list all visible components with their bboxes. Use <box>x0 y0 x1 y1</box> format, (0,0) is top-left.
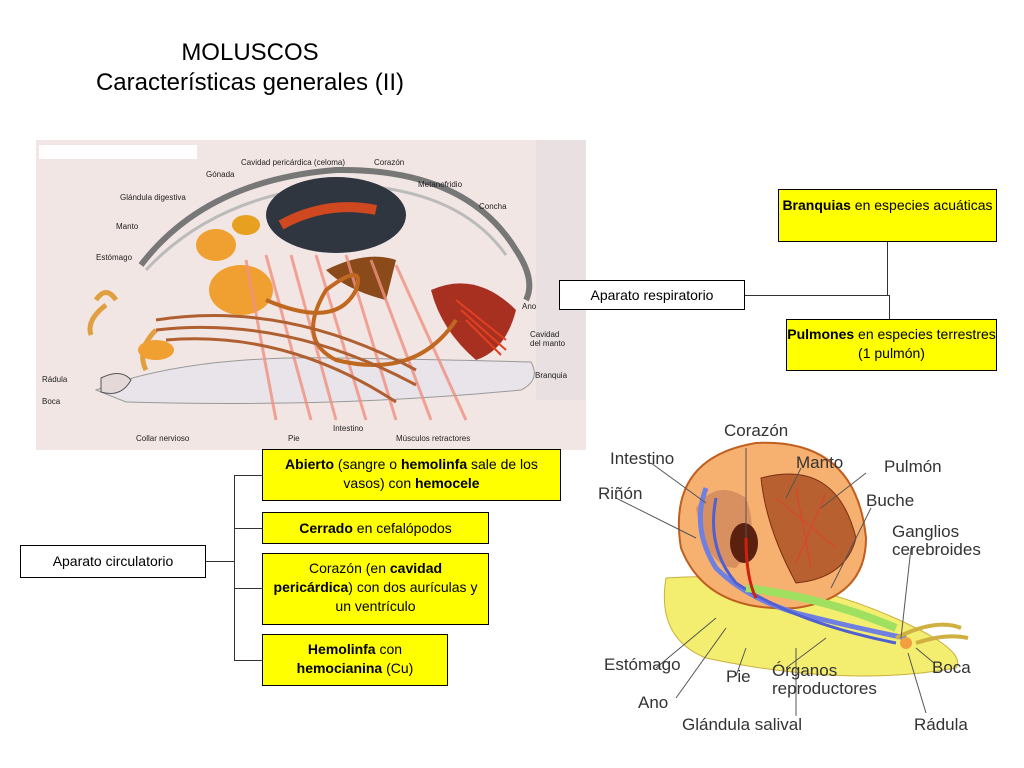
closed-text: en cefalópodos <box>352 520 452 536</box>
heart-text-2: ) con dos aurículas y un ventrículo <box>335 579 478 614</box>
circulatory-box: Aparato circulatorio <box>20 545 206 578</box>
open-circulation-box: Abierto (sangre o hemolinfa sale de los … <box>262 449 561 501</box>
hemolymph-text-2: (Cu) <box>382 660 414 676</box>
gills-term: Branquias <box>782 197 851 213</box>
snail-label-boca: Boca <box>932 658 971 677</box>
snail-label-glandula-salival: Glándula salival <box>682 715 803 734</box>
circ-line-v <box>234 475 235 660</box>
snail-anatomy-figure: Corazón Intestino Manto Pulmón Riñón Buc… <box>596 398 996 740</box>
hemolymph-term: Hemolinfa <box>307 641 376 657</box>
label-ano: Ano <box>522 302 537 311</box>
hemocyanin-term: hemocianina <box>296 660 383 676</box>
snail-anatomy-drawing <box>615 441 969 716</box>
label-manto: Manto <box>116 222 139 231</box>
open-text-2: sale de los vasos) con <box>343 456 538 491</box>
mollusc-anatomy-figure: Cavidad pericárdica (celoma) Corazón Gón… <box>36 140 586 450</box>
snail-label-ano: Ano <box>638 693 669 712</box>
circ-branch-4 <box>234 660 262 661</box>
label-corazon: Corazón <box>374 158 405 167</box>
label-concha: Concha <box>479 202 507 211</box>
snail-label-rinon: Riñón <box>598 484 643 503</box>
label-metanefridio: Metanefridio <box>418 180 463 189</box>
resp-line-v2 <box>889 295 890 319</box>
snail-label-intestino: Intestino <box>610 449 675 468</box>
snail-label-pie: Pie <box>726 667 751 686</box>
label-intestino: Intestino <box>333 424 364 433</box>
circulatory-label: Aparato circulatorio <box>52 553 174 569</box>
snail-label-radula: Rádula <box>914 715 968 734</box>
open-term-3: hemocele <box>415 475 480 491</box>
title-line-1: MOLUSCOS <box>181 39 319 66</box>
circ-branch-2 <box>234 528 262 529</box>
label-estomago: Estómago <box>96 253 133 262</box>
snail-label-ganglios: Ganglios cerebroides <box>892 522 981 559</box>
label-musculos-retractores: Músculos retractores <box>396 434 471 443</box>
circ-branch-1 <box>234 475 262 476</box>
open-term: Abierto <box>285 456 335 472</box>
lungs-desc: en especies terrestres (1 pulmón) <box>854 326 996 361</box>
heart-box: Corazón (en cavidad pericárdica) con dos… <box>262 553 489 625</box>
heart-term: cavidad pericárdica <box>273 560 443 595</box>
snail-label-estomago: Estómago <box>604 655 681 674</box>
respiratory-label: Aparato respiratorio <box>590 287 714 303</box>
resp-line-v1 <box>887 242 888 296</box>
respiratory-box: Aparato respiratorio <box>559 280 745 310</box>
open-term-2: hemolinfa <box>400 456 468 472</box>
hemolymph-text-1: con <box>375 641 403 657</box>
lungs-box: Pulmones en especies terrestres (1 pulmó… <box>786 319 997 371</box>
resp-line-h <box>745 295 889 296</box>
snail-label-corazon: Corazón <box>724 421 789 440</box>
snail-label-organos: Órganos reproductores <box>772 661 877 698</box>
gills-desc: en especies acuáticas <box>850 197 993 213</box>
label-cavidad-manto: Cavidad del manto <box>530 330 566 348</box>
heart-text-1: Corazón (en <box>308 560 390 576</box>
open-text-1: (sangre o <box>334 456 401 472</box>
label-gonada: Gónada <box>206 170 235 179</box>
circ-branch-3 <box>234 588 262 589</box>
label-cavidad-pericardica: Cavidad pericárdica (celoma) <box>241 158 346 167</box>
label-boca: Boca <box>42 397 61 406</box>
mollusc-anatomy-drawing <box>36 140 586 450</box>
label-branquia: Branquia <box>535 371 568 380</box>
label-glandula-digestiva: Glándula digestiva <box>120 193 186 202</box>
label-radula: Rádula <box>42 375 68 384</box>
snail-label-manto: Manto <box>796 453 844 472</box>
gills-box: Branquias en especies acuáticas <box>778 189 997 242</box>
circ-line-h <box>206 561 234 562</box>
snail-label-pulmon: Pulmón <box>884 457 942 476</box>
title-line-2: Características generales (II) <box>95 69 405 96</box>
hemolymph-box: Hemolinfa con hemocianina (Cu) <box>262 634 448 686</box>
closed-circulation-box: Cerrado en cefalópodos <box>262 512 489 544</box>
label-collar-nervioso: Collar nervioso <box>136 434 190 443</box>
label-pie: Pie <box>288 434 300 443</box>
slide-title: MOLUSCOS Características generales (II) <box>40 38 460 98</box>
closed-term: Cerrado <box>299 520 353 536</box>
snail-label-buche: Buche <box>866 491 915 510</box>
lungs-term: Pulmones <box>787 326 855 342</box>
